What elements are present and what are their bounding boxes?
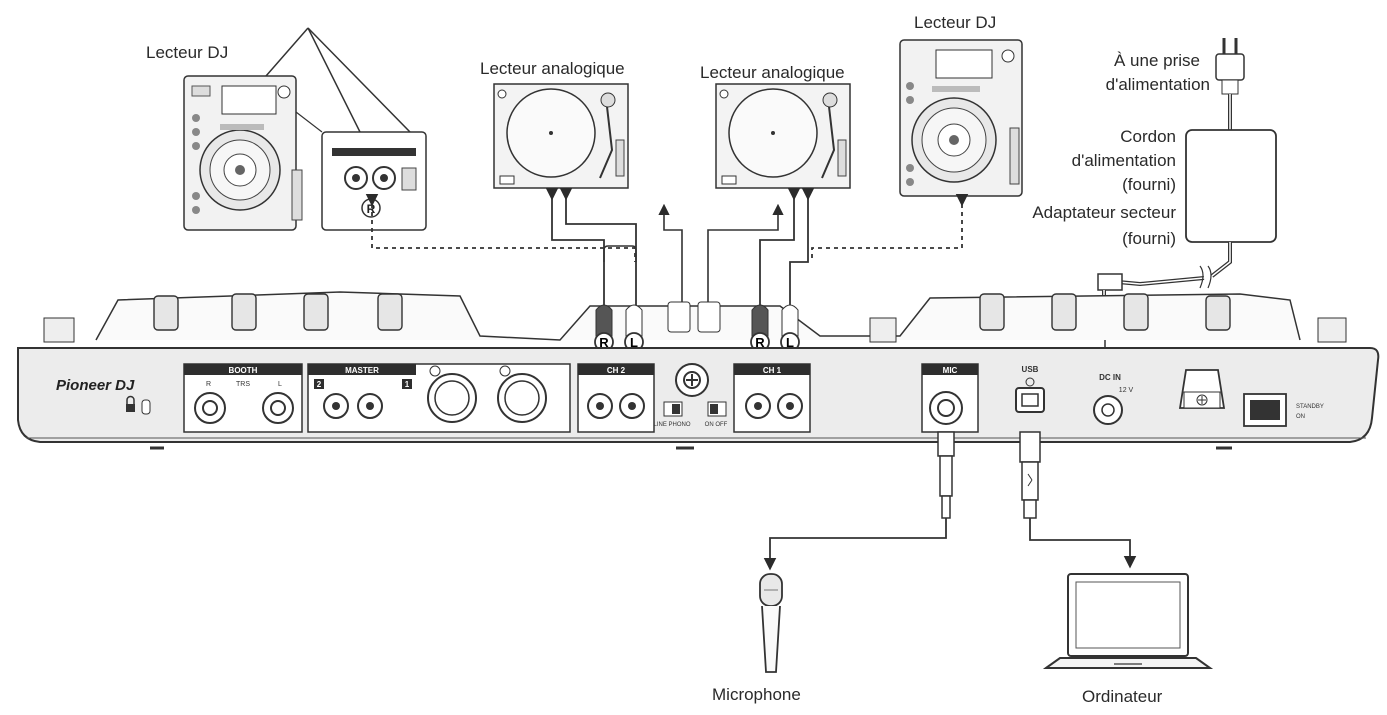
label-computer: Ordinateur — [1082, 687, 1163, 706]
ac-adapter — [1097, 129, 1277, 369]
microphone-icon — [759, 573, 783, 673]
plug-r-ch1: R — [755, 335, 765, 350]
master-2-label: 2 — [317, 380, 322, 389]
ch2-switch-label: LINE PHONO — [653, 422, 690, 428]
signal-gnd-terminal[interactable] — [675, 363, 709, 397]
booth-r-label: R — [206, 381, 211, 388]
master-label: MASTER — [345, 366, 379, 375]
on-label: ON — [1296, 414, 1305, 420]
ch2-section: CH 2 — [577, 363, 655, 433]
controller-top — [43, 291, 1347, 343]
power-switch[interactable]: STANDBY ON — [1243, 393, 1324, 427]
plug-l-ch1: L — [786, 335, 794, 350]
turntable-left-cable-l — [559, 187, 637, 312]
plug-l-ch2: L — [630, 335, 638, 350]
ch1-section: CH 1 — [733, 363, 811, 433]
usb-label: USB — [1022, 365, 1039, 374]
ch1-label: CH 1 — [763, 366, 782, 375]
turntable-left-cable-r — [545, 187, 605, 312]
plug-r-ch2: R — [599, 335, 609, 350]
dj-player-rear-inset: R — [265, 27, 427, 231]
lock-icon — [126, 395, 151, 415]
turntable-right-cable-l — [789, 187, 815, 312]
ch2-switch[interactable]: LINE PHONO — [653, 401, 691, 428]
usb-cable — [1019, 431, 1137, 569]
dashed-cable-left — [365, 193, 636, 262]
dc-in-port[interactable]: DC IN 12 V — [1093, 373, 1134, 425]
mic-label: MIC — [943, 366, 958, 375]
dc-volt-label: 12 V — [1119, 387, 1134, 394]
ground-cable-left — [658, 203, 683, 302]
ch2-label: CH 2 — [607, 366, 626, 375]
label-ac-adapter-2: (fourni) — [1122, 229, 1176, 248]
label-power-cord-1: Cordon — [1120, 127, 1176, 146]
label-dj-player-right: Lecteur DJ — [914, 13, 997, 32]
power-plug — [1215, 38, 1245, 130]
mic-section: MIC — [921, 363, 979, 433]
label-ac-adapter-1: Adaptateur secteur — [1032, 203, 1176, 222]
label-turntable-right: Lecteur analogique — [700, 63, 845, 82]
usb-port[interactable]: USB — [1015, 365, 1045, 413]
cord-hook — [1178, 369, 1226, 409]
laptop-icon — [1042, 573, 1214, 669]
booth-section: BOOTH TRS R L — [183, 363, 303, 433]
standby-label: STANDBY — [1296, 404, 1324, 410]
label-power-cord-3: (fourni) — [1122, 175, 1176, 194]
master-section: MASTER 2 1 — [307, 363, 571, 433]
dj-player-left — [183, 75, 303, 231]
ground-lugs — [667, 301, 721, 333]
booth-l-label: L — [278, 381, 282, 388]
inset-plug-r-label: R — [367, 202, 376, 216]
label-microphone: Microphone — [712, 685, 801, 704]
mic-cable — [763, 431, 955, 571]
ground-cable-right — [707, 203, 784, 302]
turntable-right — [715, 83, 851, 189]
dc-in-label: DC IN — [1099, 373, 1121, 382]
label-power-cord-2: d'alimentation — [1071, 151, 1176, 170]
label-power-outlet-1: À une prise — [1114, 51, 1200, 70]
label-turntable-left: Lecteur analogique — [480, 59, 625, 78]
turntable-right-cable-r — [759, 187, 801, 312]
dashed-cable-right — [811, 193, 969, 262]
brand-logo: Pioneer DJ — [56, 377, 135, 394]
rca-plugs-ch1: R L — [750, 304, 800, 352]
booth-trs-label: TRS — [236, 381, 250, 388]
label-dj-player-left: Lecteur DJ — [146, 43, 229, 62]
dj-player-right — [899, 39, 1023, 197]
ch1-switch-label: ON OFF — [705, 422, 728, 428]
ch1-switch[interactable]: ON OFF — [705, 401, 728, 428]
rca-plugs-ch2: R L — [594, 304, 644, 352]
turntable-left — [493, 83, 629, 189]
booth-label: BOOTH — [229, 366, 258, 375]
label-power-outlet-2: d'alimentation — [1105, 75, 1210, 94]
master-1-label: 1 — [405, 380, 410, 389]
